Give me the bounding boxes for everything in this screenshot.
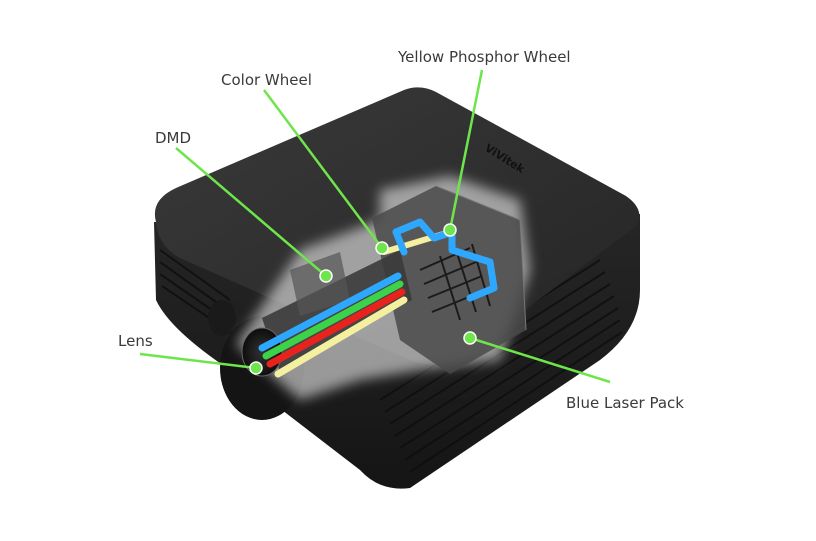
beam-red [266, 288, 406, 368]
dot-color-wheel [375, 241, 389, 255]
label-yellow-phosphor-wheel: Yellow Phosphor Wheel [398, 48, 571, 66]
light-beams [258, 218, 498, 378]
beam-blue [258, 272, 402, 352]
label-color-wheel: Color Wheel [221, 71, 312, 89]
callout-line-blue-laser-pack [469, 336, 611, 384]
label-lens: Lens [118, 332, 153, 350]
dot-yellow-phosphor-wheel [443, 223, 457, 237]
label-dmd: DMD [155, 129, 192, 147]
callout-line-yellow-phosphor-wheel [448, 69, 484, 231]
beam-yellow [274, 296, 408, 378]
dot-lens [249, 361, 263, 375]
label-blue-laser-pack: Blue Laser Pack [566, 394, 684, 412]
callout-line-dmd [175, 147, 327, 277]
beam-laser-path [392, 218, 498, 302]
callout-line-lens [139, 352, 257, 370]
beam-green [262, 280, 404, 360]
dot-dmd [319, 269, 333, 283]
dot-blue-laser-pack [463, 331, 477, 345]
callout-dots [249, 223, 477, 375]
callout-lines [139, 69, 611, 384]
callout-line-color-wheel [262, 89, 384, 249]
